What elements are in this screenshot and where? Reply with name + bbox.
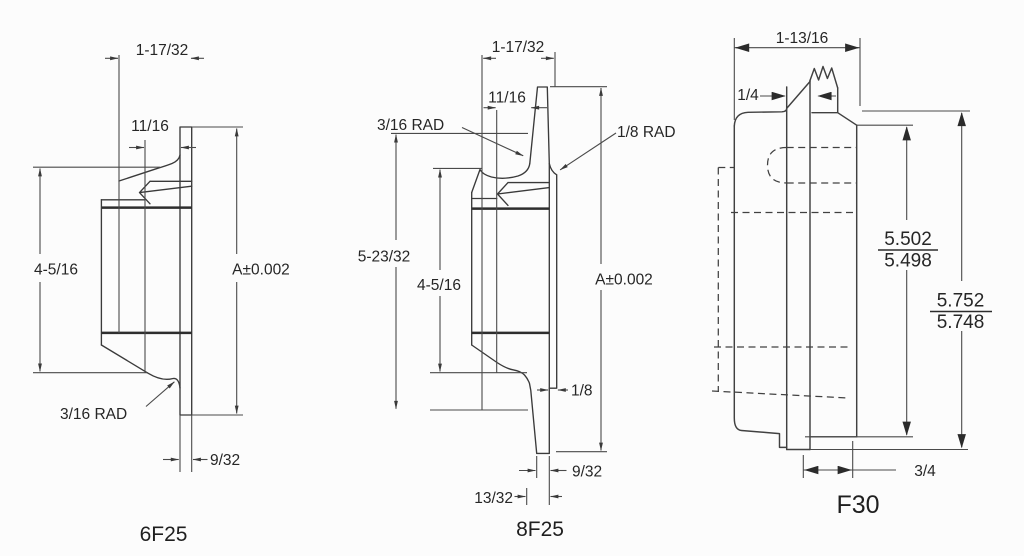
- dim-bore-limit-low-f30: 5.498: [884, 251, 932, 272]
- part-outline-8f25: [471, 86, 558, 455]
- dim-bore-limit-high-f30: 5.502: [884, 229, 932, 250]
- break-symbol-f30: [809, 65, 839, 89]
- dim-fillet-radius-left-8f25: 3/16 RAD: [377, 117, 444, 134]
- dim-key-offset-f30: 1/4: [737, 87, 759, 104]
- dim-top-width-8f25: 1-17/32: [492, 39, 545, 56]
- dim-plate-thickness-6f25: 9/32: [210, 452, 240, 469]
- dim-flange-offset-6f25: 11/16: [131, 118, 169, 135]
- dim-axial-length-6f25: A±0.002: [232, 262, 290, 279]
- figure-f30: 1-13/16 1/4 5.502 5.498 5.752 5.748 3/4 …: [711, 30, 992, 519]
- dim-hub-diameter-8f25: 4-5/16: [417, 277, 461, 294]
- dimension-lines-f30: [734, 43, 966, 475]
- figure-8f25: 1-17/32 11/16 3/16 RAD 1/8 RAD 5-23/32 4…: [358, 39, 676, 541]
- figure-label-6f25: 6F25: [140, 523, 188, 546]
- part-outline-6f25: [100, 126, 193, 416]
- hidden-lines-f30: [711, 146, 857, 399]
- figure-6f25: 1-17/32 11/16 4-5/16 A±0.002 3/16 RAD 9/…: [33, 42, 290, 546]
- dim-fillet-radius-right-8f25: 1/8 RAD: [617, 124, 676, 141]
- dim-flange-offset-8f25: 11/16: [488, 90, 526, 107]
- dim-plate-thickness-8f25: 9/32: [572, 464, 602, 481]
- dim-overall-height-8f25: 5-23/32: [358, 249, 411, 266]
- figure-label-f30: F30: [836, 491, 879, 519]
- dimension-lines-6f25: [38, 56, 239, 462]
- dim-fillet-radius-6f25: 3/16 RAD: [60, 406, 127, 423]
- extension-lines-8f25: [391, 52, 607, 505]
- dim-od-limit-low-f30: 5.748: [937, 312, 985, 333]
- dim-base-width-f30: 3/4: [914, 463, 936, 480]
- dim-top-width-6f25: 1-17/32: [136, 42, 189, 59]
- extension-lines-6f25: [33, 55, 243, 472]
- part-outline-f30: [733, 65, 858, 451]
- figure-label-8f25: 8F25: [516, 518, 564, 541]
- extension-lines-f30: [733, 38, 970, 478]
- dimension-lines-8f25: [394, 56, 617, 499]
- dim-lip-thickness-8f25: 1/8: [571, 383, 593, 400]
- dim-od-limit-high-f30: 5.752: [937, 291, 985, 312]
- dim-top-width-f30: 1-13/16: [776, 30, 829, 47]
- dim-hub-diameter-6f25: 4-5/16: [34, 262, 78, 279]
- dim-axial-length-8f25: A±0.002: [595, 272, 653, 289]
- dim-plate-base-thickness-8f25: 13/32: [474, 490, 513, 507]
